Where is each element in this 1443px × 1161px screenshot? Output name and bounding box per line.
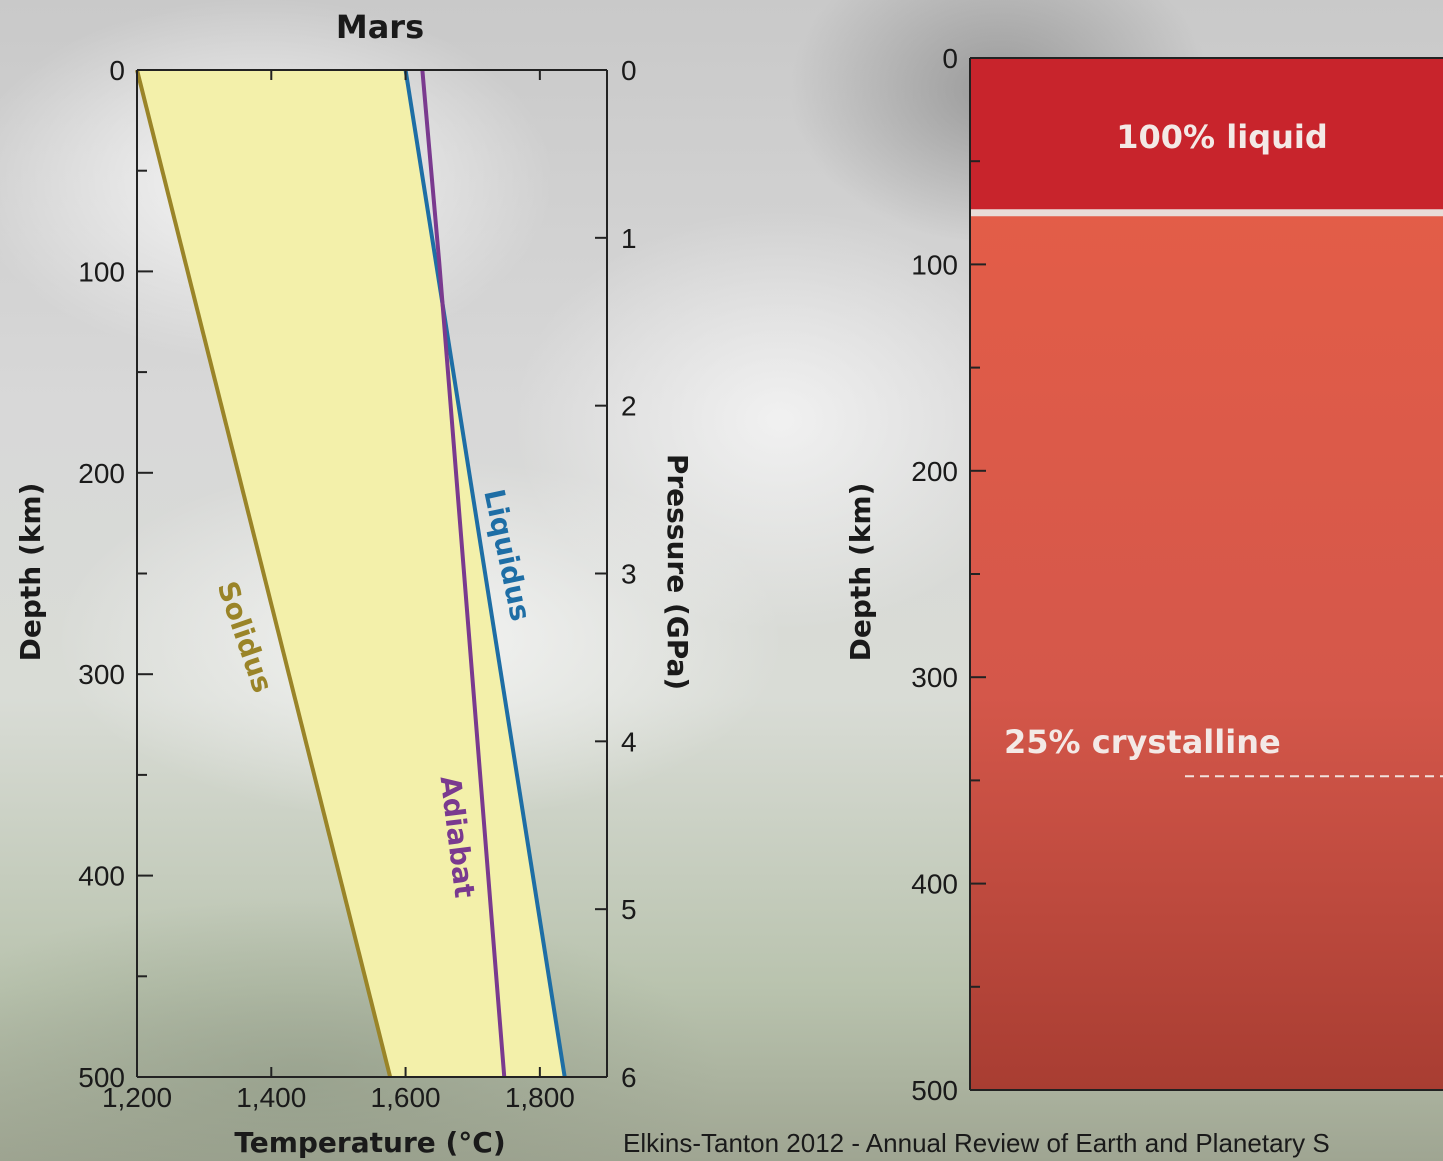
y2-tick-label: 2 <box>621 391 637 422</box>
series-line-adiabat <box>420 69 507 1078</box>
x-tick-label: 1,400 <box>236 1082 306 1113</box>
right-y-tick-label: 100 <box>911 249 958 280</box>
left-chart: Mars 0 100 200 300 400 500 0 1 2 3 4 5 6 1,200 1,400 1,… <box>14 8 694 1159</box>
y-tick-label: 300 <box>78 659 125 690</box>
band-0 <box>970 58 1443 213</box>
band-1 <box>970 212 1443 1091</box>
melt-region-fill <box>137 70 565 1077</box>
chart-title: Mars <box>336 8 424 46</box>
y-tick-label: 500 <box>78 1062 125 1093</box>
y2-tick-label: 6 <box>621 1062 637 1093</box>
right-y-tick-label: 400 <box>911 869 958 900</box>
x-tick-label: 1,600 <box>371 1082 441 1113</box>
x-tick-label: 1,200 <box>102 1082 172 1113</box>
y2-tick-label: 3 <box>621 559 637 590</box>
y2-tick-label: 1 <box>621 223 637 254</box>
right-y-tick-label: 300 <box>911 662 958 693</box>
right-y-tick-label: 0 <box>942 43 958 74</box>
y2-axis-title: Pressure (GPa) <box>661 454 694 690</box>
y-tick-label: 200 <box>78 458 125 489</box>
y-tick-label: 0 <box>109 55 125 86</box>
band-label-liquid: 100% liquid <box>1116 118 1328 156</box>
y-tick-label: 100 <box>78 256 125 287</box>
y-axis-title: Depth (km) <box>14 483 47 662</box>
source-credit: Elkins-Tanton 2012 - Annual Review of Ea… <box>623 1128 1330 1158</box>
series-line-liquidus <box>403 69 567 1078</box>
right-y-tick-label: 500 <box>911 1075 958 1106</box>
series-line-solidus <box>135 69 393 1078</box>
x-tick-label: 1,800 <box>505 1082 575 1113</box>
y2-tick-label: 4 <box>621 726 637 757</box>
y2-tick-label: 0 <box>621 55 637 86</box>
band-label-crystalline: 25% crystalline <box>1004 723 1281 761</box>
y2-tick-label: 5 <box>621 894 637 925</box>
y-tick-label: 400 <box>78 861 125 892</box>
right-y-axis-title: Depth (km) <box>844 483 877 662</box>
right-y-tick-label: 200 <box>911 456 958 487</box>
x-axis-title: Temperature (°C) <box>234 1126 505 1159</box>
